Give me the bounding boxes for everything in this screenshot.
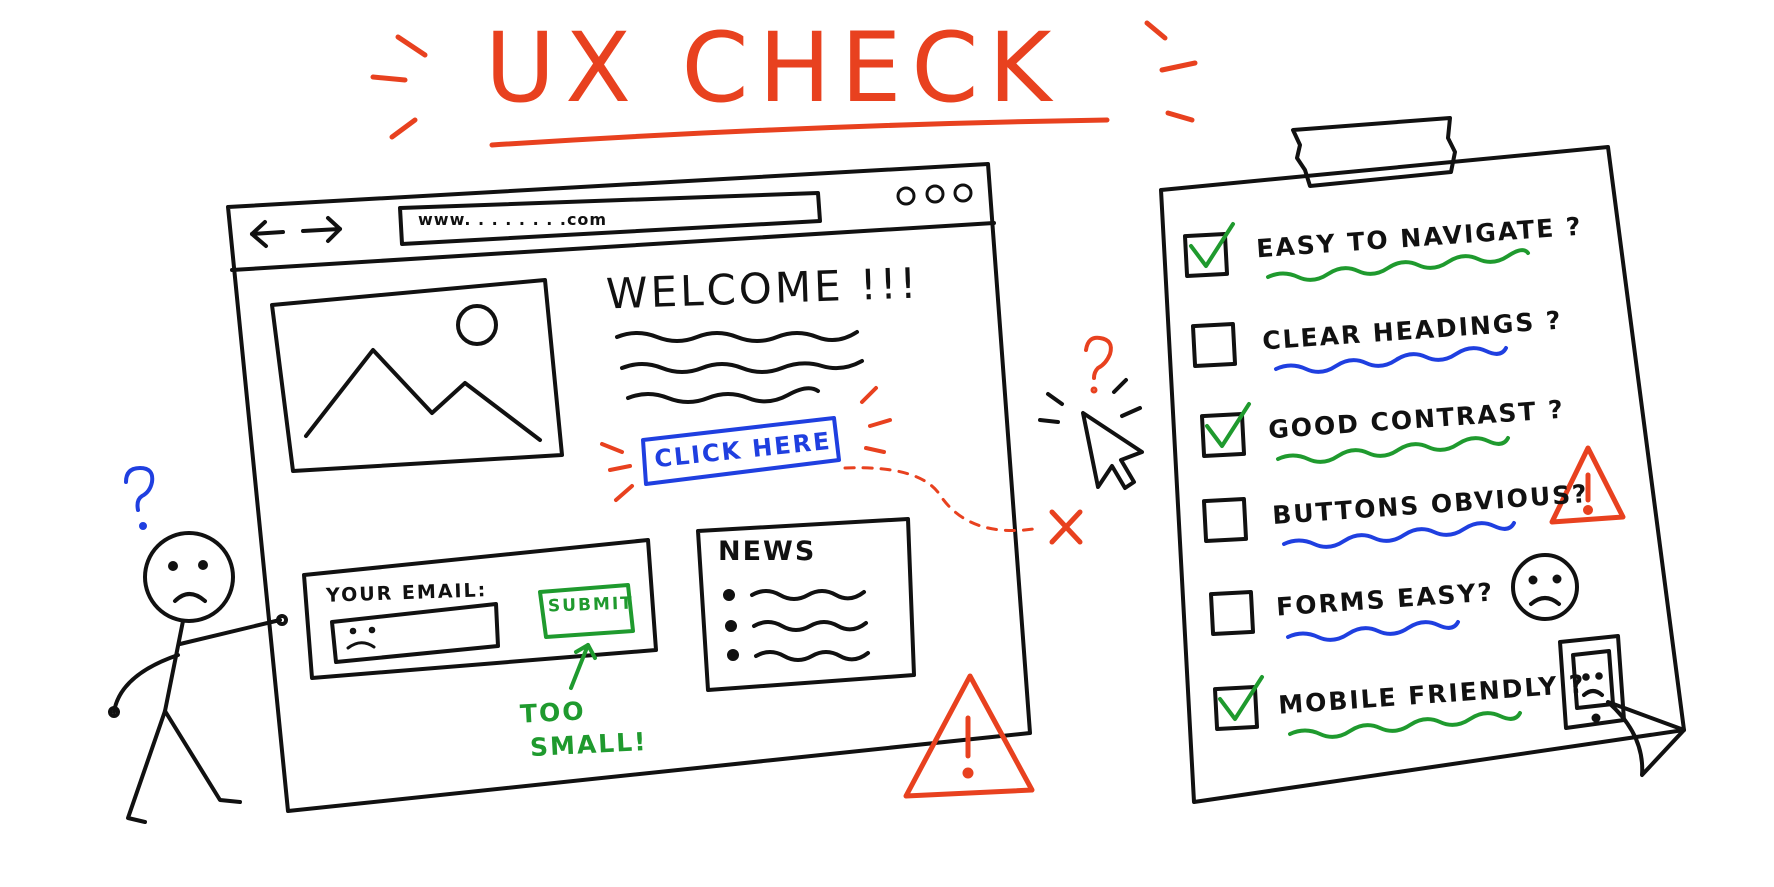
underline-green [1266,248,1530,282]
underline-blue [1286,620,1460,642]
page-title: UX CHECK [485,12,1062,124]
checkbox-mobile-friendly[interactable] [1212,684,1260,732]
browser-toolbar-divider [230,221,996,272]
news-title: NEWS [718,536,817,567]
question-mark-icon [1084,335,1113,394]
news-box [696,517,916,692]
welcome-heading: WELCOME !!! [605,258,921,319]
cta-burst-marks [600,386,892,502]
underline-blue [1274,346,1508,374]
miss-x-mark [1049,509,1083,545]
sad-face-icon [1511,553,1579,621]
image-placeholder-icon [270,278,564,473]
warning-icon [1549,445,1626,525]
checkbox-clear-headings[interactable] [1190,321,1238,369]
browser-window [226,162,1032,813]
question-mark-icon [124,466,155,530]
arrow-left-icon[interactable] [250,220,285,248]
underline-blue [1282,521,1516,549]
arrow-right-icon[interactable] [301,216,342,243]
submit-button[interactable] [538,583,635,639]
cursor-icon [1081,411,1144,490]
email-input[interactable] [330,602,500,664]
pointer-arrow-icon [569,643,597,690]
tape-icon [1291,116,1457,188]
warning-icon [903,673,1035,799]
note-too: TOO [519,696,587,729]
checkbox-easy-to-navigate[interactable] [1182,231,1230,279]
title-underline [489,117,1110,148]
submit-button-label[interactable]: SUBMIT [547,593,635,617]
underline-green [1288,711,1522,739]
checkbox-good-contrast[interactable] [1199,411,1247,459]
underline-green [1276,436,1510,464]
checkbox-buttons-obvious[interactable] [1201,496,1249,544]
email-form-box [302,538,658,680]
window-dots-icon[interactable] [896,183,973,206]
welcome-text-lines [615,330,864,404]
cursor-burst-marks [1038,378,1142,424]
address-bar[interactable] [398,191,822,246]
phone-icon [1558,634,1626,730]
stick-figure-icon [108,531,288,824]
check-mark-icon [1189,222,1264,721]
title-burst-left [370,34,428,140]
title-burst-right [1144,20,1198,123]
cursor-path [843,466,1042,532]
news-list [723,589,870,662]
checkbox-forms-easy[interactable] [1208,589,1256,637]
cta-button-frame[interactable] [641,416,841,486]
note-small: SMALL! [529,726,649,763]
address-bar-url: www. . . . . . . .com [418,210,608,229]
paper-curl [1606,700,1686,777]
sad-face-icon [346,626,376,650]
